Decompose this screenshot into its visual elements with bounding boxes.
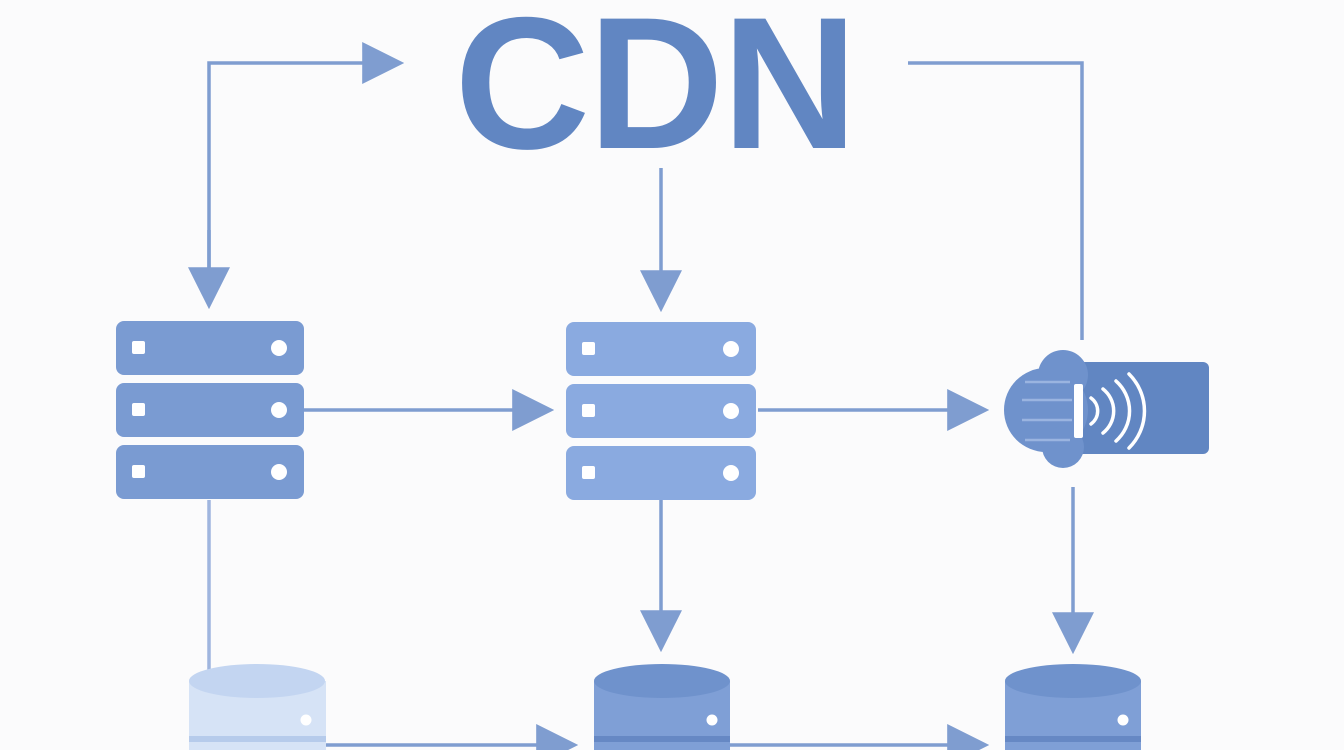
- database-icon: [1005, 664, 1141, 750]
- db-right: [1005, 664, 1141, 750]
- cloud-stream: [1004, 350, 1209, 468]
- edge-title-to-cloud: [908, 61, 1084, 340]
- database-icon: [189, 664, 326, 750]
- diagram-title: CDN: [454, 0, 855, 188]
- database-icon: [594, 664, 730, 750]
- edge-server-left-to-title: [207, 42, 405, 285]
- server-left: [116, 321, 304, 499]
- db-left: [189, 664, 326, 750]
- server-icon: [116, 321, 304, 499]
- connectors: [188, 42, 1094, 750]
- cloud-wifi-icon: [1004, 350, 1209, 468]
- server-center: [566, 322, 756, 500]
- server-icon: [566, 322, 756, 500]
- db-center: [594, 664, 730, 750]
